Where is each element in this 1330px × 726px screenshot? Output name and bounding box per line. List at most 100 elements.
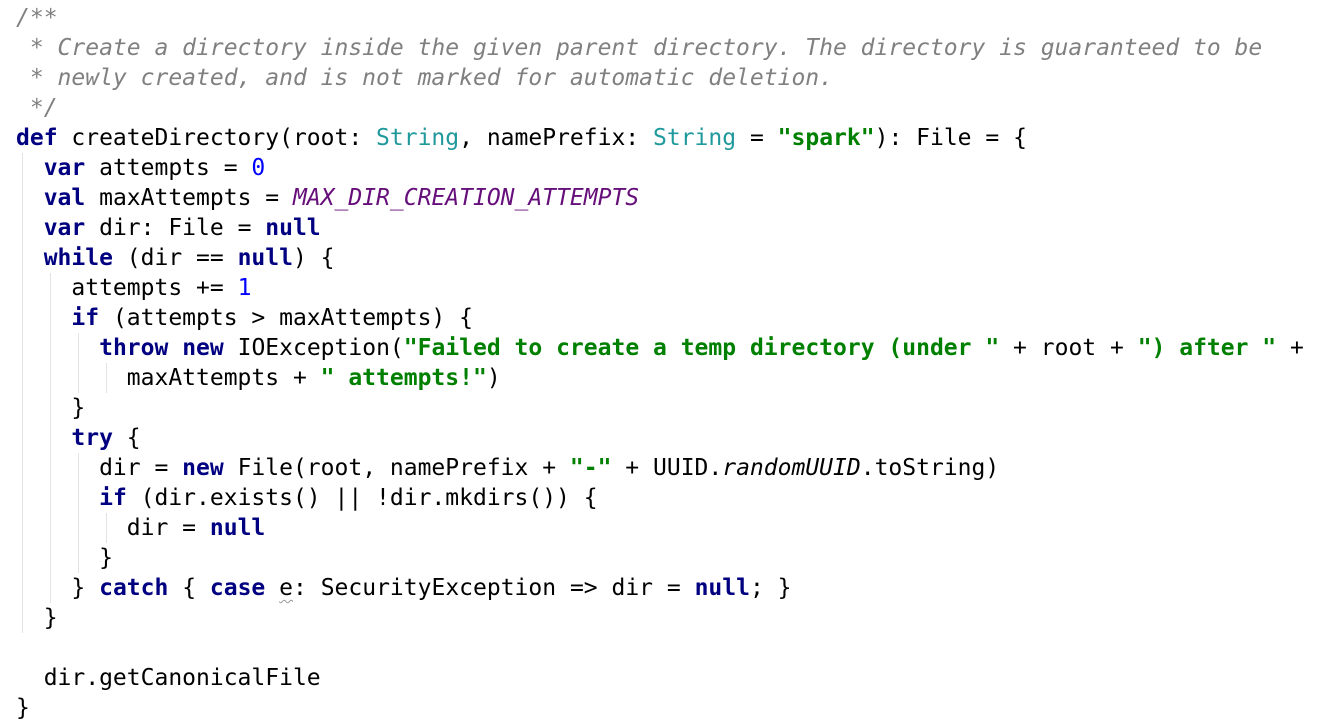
code-token: ): [486, 365, 501, 391]
code-token: MAX_DIR_CREATION_ATTEMPTS: [292, 185, 640, 211]
code-token: new: [182, 455, 224, 481]
code-token: null: [209, 515, 266, 541]
code-line[interactable]: while (dir == null) {: [16, 243, 1330, 273]
code-token: ) {: [292, 245, 335, 271]
indent-guide: [78, 453, 79, 573]
code-line[interactable]: var attempts = 0: [16, 153, 1330, 183]
code-token: var: [43, 155, 86, 181]
code-token: var: [43, 215, 86, 241]
code-line[interactable]: if (attempts > maxAttempts) {: [16, 303, 1330, 333]
code-token: (attempts > maxAttempts) {: [99, 305, 473, 331]
code-token: (dir ==: [112, 245, 238, 271]
code-token: try: [71, 425, 113, 451]
code-token: e: [279, 575, 293, 601]
code-line[interactable]: if (dir.exists() || !dir.mkdirs()) {: [16, 483, 1330, 513]
code-token: /**: [16, 5, 58, 31]
code-token: if: [99, 485, 127, 511]
code-token: ): File = {: [874, 125, 1027, 151]
code-token: File(root, namePrefix +: [223, 455, 570, 481]
code-line[interactable]: * newly created, and is not marked for a…: [16, 63, 1330, 93]
code-token: String: [653, 125, 737, 151]
code-line[interactable]: def createDirectory(root: String, namePr…: [16, 123, 1330, 153]
code-token: maxAttempts +: [16, 365, 321, 391]
code-token: dir =: [16, 455, 183, 481]
code-token: catch: [99, 575, 169, 601]
code-token: }: [16, 695, 30, 721]
code-token: if: [71, 305, 100, 331]
code-line[interactable]: dir = new File(root, namePrefix + "-" + …: [16, 453, 1330, 483]
code-token: def: [16, 125, 58, 151]
code-token: randomUUID: [722, 455, 861, 481]
code-line[interactable]: */: [16, 93, 1330, 123]
code-token: .toString): [860, 455, 1000, 481]
code-line[interactable]: }: [16, 543, 1330, 573]
code-token: {: [168, 575, 210, 601]
code-token: [16, 425, 71, 451]
code-token: dir: File =: [85, 215, 266, 241]
code-token: throw: [99, 335, 169, 361]
code-token: maxAttempts =: [85, 185, 293, 211]
code-token: [16, 155, 44, 181]
code-token: 0: [251, 155, 266, 181]
code-token: attempts +=: [16, 275, 238, 301]
code-token: case: [209, 575, 266, 601]
code-token: "spark": [777, 125, 875, 151]
code-line[interactable]: attempts += 1: [16, 273, 1330, 303]
code-token: [16, 215, 44, 241]
code-token: " attempts!": [320, 365, 487, 391]
code-token: attempts =: [85, 155, 252, 181]
code-token: null: [265, 215, 321, 241]
code-token: 1: [237, 275, 252, 301]
indent-guide: [22, 153, 23, 633]
code-token: dir.getCanonicalFile: [16, 665, 321, 691]
code-line[interactable]: var dir: File = null: [16, 213, 1330, 243]
code-area[interactable]: /** * Create a directory inside the give…: [16, 3, 1330, 723]
code-line[interactable]: }: [16, 603, 1330, 633]
code-token: }: [16, 395, 86, 421]
code-token: [168, 335, 182, 361]
code-line[interactable]: [16, 633, 1330, 663]
code-token: IOException(: [223, 335, 404, 361]
code-token: String: [376, 125, 460, 151]
code-token: }: [16, 605, 58, 631]
indent-guide: [106, 513, 107, 543]
code-line[interactable]: val maxAttempts = MAX_DIR_CREATION_ATTEM…: [16, 183, 1330, 213]
code-token: new: [182, 335, 224, 361]
code-token: "Failed to create a temp directory (unde…: [403, 335, 1000, 361]
code-token: + UUID.: [611, 455, 723, 481]
indent-guide: [50, 273, 51, 603]
code-line[interactable]: }: [16, 693, 1330, 723]
code-token: while: [43, 245, 113, 271]
code-line[interactable]: dir.getCanonicalFile: [16, 663, 1330, 693]
code-line[interactable]: maxAttempts + " attempts!"): [16, 363, 1330, 393]
indent-guide: [78, 333, 79, 393]
code-token: : SecurityException => dir =: [293, 575, 695, 601]
code-token: "-": [569, 455, 612, 481]
code-token: null: [237, 245, 293, 271]
code-token: createDirectory(root:: [57, 125, 377, 151]
code-token: {: [112, 425, 141, 451]
code-token: null: [694, 575, 750, 601]
code-line[interactable]: dir = null: [16, 513, 1330, 543]
code-line[interactable]: throw new IOException("Failed to create …: [16, 333, 1330, 363]
code-line[interactable]: * Create a directory inside the given pa…: [16, 33, 1330, 63]
code-token: [265, 575, 279, 601]
code-line[interactable]: }: [16, 393, 1330, 423]
code-token: */: [16, 95, 58, 121]
code-token: * Create a directory inside the given pa…: [16, 35, 1263, 61]
code-token: dir =: [16, 515, 210, 541]
code-token: ") after ": [1137, 335, 1277, 361]
code-token: [16, 305, 71, 331]
code-token: }: [16, 575, 100, 601]
code-token: [16, 485, 99, 511]
code-token: val: [43, 185, 86, 211]
code-token: +: [1276, 335, 1304, 361]
code-token: + root +: [999, 335, 1138, 361]
code-line[interactable]: /**: [16, 3, 1330, 33]
code-token: [16, 185, 44, 211]
code-token: }: [16, 545, 113, 571]
code-line[interactable]: try {: [16, 423, 1330, 453]
code-token: =: [736, 125, 778, 151]
code-line[interactable]: } catch { case e: SecurityException => d…: [16, 573, 1330, 603]
